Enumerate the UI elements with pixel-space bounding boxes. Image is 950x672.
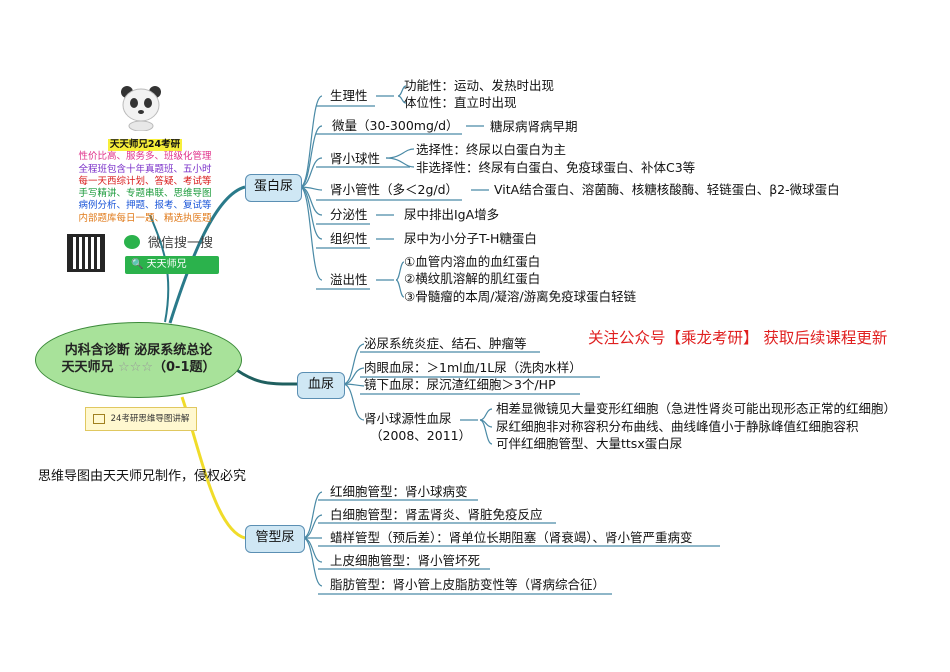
blood-gross: 肉眼血尿：＞1ml血/1L尿（洗肉水样）	[364, 360, 582, 375]
protein-secretory: 分泌性	[330, 207, 368, 222]
promo-line: 每一天西综计划、答疑、考试等	[78, 175, 212, 187]
node-cast-urine[interactable]: 管型尿	[245, 525, 305, 553]
node-proteinuria[interactable]: 蛋白尿	[245, 174, 302, 202]
promo-title: 天天师兄24考研	[107, 139, 183, 152]
qr-code	[67, 234, 105, 272]
protein-tubular: 肾小管性（多＜2g/d）	[330, 182, 459, 197]
cast-fatty: 脂肪管型：肾小管上皮脂肪变性等（肾病综合征）	[330, 577, 606, 592]
protein-overflow-c: ③骨髓瘤的本周/凝溶/游离免疫球蛋白轻链	[404, 289, 637, 304]
promo-lines: 性价比高、服务多、班级化管理全程班包含十年真题班、五小时每一天西综计划、答疑、考…	[70, 151, 220, 225]
root-stars: ☆☆☆	[118, 360, 153, 375]
protein-glom-selective: 选择性：终尿以白蛋白为主	[416, 142, 567, 157]
promo-line: 性价比高、服务多、班级化管理	[78, 151, 212, 163]
cast-epithelial: 上皮细胞管型：肾小管坏死	[330, 553, 481, 568]
root-question-count: （0-1题）	[153, 360, 216, 375]
blood-glom-years: （2008、2011）	[370, 428, 472, 443]
protein-tissue: 组织性	[330, 231, 368, 246]
promo-line: 手写精讲、专题串联、思维导图	[78, 188, 212, 200]
protein-physio-functional: 功能性：运动、发热时出现	[404, 78, 555, 93]
protein-micro-dm: 糖尿病肾病早期	[490, 119, 578, 134]
promo-line: 全程班包含十年真题班、五小时	[78, 163, 212, 175]
badge-text: 24考研思维导图讲解	[110, 414, 190, 424]
cast-wbc: 白细胞管型：肾盂肾炎、肾脏免疫反应	[330, 507, 543, 522]
wechat-label-text: 微信搜一搜	[148, 236, 214, 251]
root-subtitle: 天天师兄 ☆☆☆（0-1题）	[36, 359, 241, 376]
root-node[interactable]: 内科含诊断 泌尿系统总论 天天师兄 ☆☆☆（0-1题）	[35, 322, 242, 398]
protein-secretory-detail: 尿中排出IgA增多	[404, 207, 500, 222]
wechat-search-label: 微信搜一搜	[124, 232, 213, 251]
cast-rbc: 红细胞管型：肾小球病变	[330, 484, 468, 499]
blood-glom-b: 尿红细胞非对称容积分布曲线、曲线峰值小于静脉峰值红细胞容积	[496, 419, 859, 434]
promo-block: 天天师兄24考研 性价比高、服务多、班级化管理全程班包含十年真题班、五小时每一天…	[70, 139, 220, 225]
promo-line: 病例分析、押题、报考、复试等	[78, 200, 212, 212]
protein-tubular-detail: VitA结合蛋白、溶菌酶、核糖核酸酶、轻链蛋白、β2-微球蛋白	[494, 182, 840, 197]
lecture-badge[interactable]: 24考研思维导图讲解	[85, 407, 197, 431]
protein-physio-postural: 体位性：直立时出现	[404, 95, 517, 110]
blood-glomerular: 肾小球源性血尿	[364, 411, 452, 426]
protein-glomerular: 肾小球性	[330, 151, 381, 166]
protein-overflow-a: ①血管内溶血的血红蛋白	[404, 254, 541, 269]
blood-glom-c: 可伴红细胞管型、大量ttsx蛋白尿	[496, 436, 683, 451]
promo-line: 内部题库每日一题、精选执医题	[78, 212, 212, 224]
protein-tissue-detail: 尿中为小分子T-H糖蛋白	[404, 231, 537, 246]
root-author: 天天师兄	[61, 360, 119, 375]
blood-glom-a: 相差显微镜见大量变形红细胞（急进性肾炎可能出现形态正常的红细胞）	[496, 401, 897, 416]
protein-glom-nonselective: 非选择性：终尿有白蛋白、免疫球蛋白、补体C3等	[416, 160, 696, 175]
panda-mascot-icon	[121, 86, 161, 131]
blood-micro: 镜下血尿：尿沉渣红细胞＞3个/HP	[364, 377, 556, 392]
protein-physio: 生理性	[330, 88, 368, 103]
wechat-search-text: 天天师兄	[146, 259, 187, 270]
protein-overflow-b: ②横纹肌溶解的肌红蛋白	[404, 271, 541, 286]
protein-micro: 微量（30-300mg/d）	[332, 118, 459, 133]
protein-overflow: 溢出性	[330, 272, 368, 287]
wechat-search-box[interactable]: 🔍 天天师兄	[125, 256, 219, 274]
cast-waxy: 蜡样管型（预后差）：肾单位长期阻塞（肾衰竭）、肾小管严重病变	[330, 530, 693, 545]
root-title: 内科含诊断 泌尿系统总论	[64, 343, 213, 358]
ad-banner: 关注公众号【乘龙考研】 获取后续课程更新	[588, 329, 888, 347]
book-icon	[92, 413, 105, 424]
blood-cause: 泌尿系统炎症、结石、肿瘤等	[364, 336, 527, 351]
copyright-note: 思维导图由天天师兄制作，侵权必究	[38, 469, 247, 484]
node-hematuria[interactable]: 血尿	[297, 372, 345, 399]
wechat-icon	[124, 234, 140, 249]
